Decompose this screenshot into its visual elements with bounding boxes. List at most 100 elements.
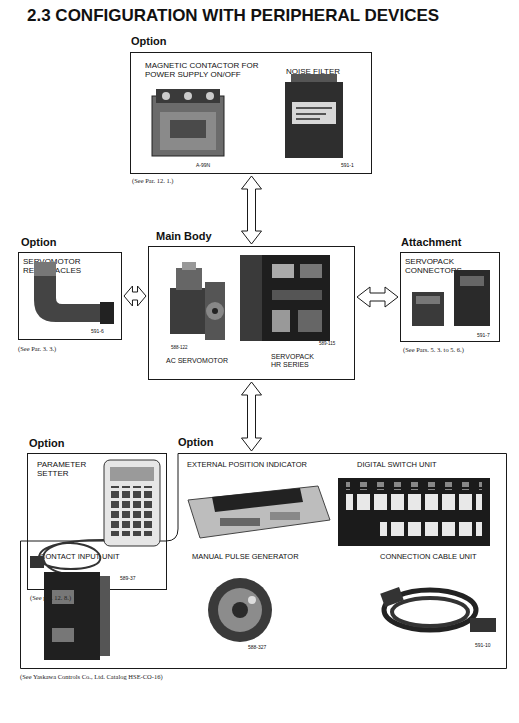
magnetic-contactor-photo-part — [206, 92, 214, 100]
magnetic-contactor-photo-part — [162, 92, 170, 100]
digital-switch-photo-part — [346, 494, 482, 510]
noise-filter-photo-part — [285, 82, 343, 158]
part-number: 588-122 — [171, 345, 188, 350]
page-title: 2.3 CONFIGURATION WITH PERIPHERAL DEVICE… — [27, 6, 439, 26]
noise-filter-photo-part — [291, 74, 337, 84]
pulse-generator-photo-part — [208, 578, 272, 642]
main-body-box: Main BodyAC SERVOMOTORSERVOPACK HR SERIE… — [148, 246, 355, 380]
part-number: 591-10 — [475, 643, 491, 649]
part-number: 588-327 — [248, 645, 266, 651]
magnetic-contactor-photo-part — [152, 96, 224, 156]
contact-input-photo-part — [44, 572, 100, 660]
device-name: DIGITAL SWITCH UNIT — [357, 461, 497, 470]
noise-filter-photo-part — [296, 107, 332, 109]
connector-photo-part — [416, 296, 440, 304]
device-name: PARAMETER SETTER — [37, 460, 107, 478]
servomotor-photo-part — [205, 282, 225, 340]
servopack-photo-part — [240, 255, 262, 341]
noise-filter-photo — [285, 74, 343, 158]
device-name: SERVOMOTOR RECEPTACLES — [23, 257, 93, 275]
servomotor-photo-part — [212, 308, 218, 314]
magnetic-contactor-photo-part — [156, 89, 220, 103]
double-arrow — [357, 287, 398, 307]
digital-switch-photo-part — [380, 522, 482, 536]
servopack-photo-part — [240, 255, 330, 341]
device-name: AC SERVOMOTOR — [166, 357, 256, 365]
part-number: 591-1 — [341, 163, 354, 169]
contact-input-photo-part — [52, 628, 74, 642]
option-group-box: OptionEXTERNAL POSITION INDICATORDIGITAL… — [20, 453, 507, 669]
reference-note: (See Pars. 5. 3. to 5. 6.) — [403, 346, 464, 353]
magnetic-contactor-photo-part — [184, 92, 192, 100]
contact-input-photo — [44, 572, 110, 660]
option-box: OptionMAGNETIC CONTACTOR FOR POWER SUPPL… — [130, 52, 372, 174]
parameter-setter-photo-part — [110, 467, 154, 481]
magnetic-contactor-photo-part — [170, 120, 206, 138]
noise-filter-photo-part — [292, 102, 336, 124]
digital-switch-photo — [338, 478, 490, 546]
group-heading: Main Body — [156, 230, 212, 243]
servomotor-photo — [170, 262, 225, 340]
noise-filter-photo-part — [296, 118, 320, 120]
receptacle-photo-part — [100, 302, 114, 324]
part-number: A-99N — [196, 163, 210, 169]
cable-unit-photo-part — [392, 598, 468, 626]
servomotor-photo-part — [170, 288, 220, 334]
servomotor-photo-part — [206, 302, 224, 320]
part-number: 589-115 — [319, 341, 335, 346]
part-number: 591-7 — [477, 333, 490, 339]
cable-unit-photo-part — [380, 587, 404, 607]
device-name: SERVOPACK HR SERIES — [271, 353, 319, 369]
contact-input-photo-part — [100, 576, 110, 656]
position-indicator-photo-part — [212, 488, 303, 512]
group-heading: Option — [178, 436, 213, 449]
servopack-photo-part — [272, 264, 294, 278]
group-heading: Option — [21, 236, 56, 249]
device-name: CONTACT INPUT UNIT — [40, 553, 160, 562]
cable-unit-photo — [380, 587, 496, 632]
option-box: OptionPARAMETER SETTER589-37 — [27, 453, 167, 590]
servopack-photo-part — [298, 310, 322, 332]
receptacle-photo — [34, 262, 114, 324]
servomotor-photo-part — [182, 262, 196, 270]
pulse-generator-photo-part — [218, 588, 262, 632]
attachment-box: AttachmentSERVOPACK CONNECTORS591-7 — [400, 252, 500, 342]
device-name: MAGNETIC CONTACTOR FOR POWER SUPPLY ON/O… — [145, 61, 270, 79]
digital-switch-photo-part — [346, 482, 482, 490]
double-arrow — [242, 382, 262, 451]
parameter-setter-photo — [30, 460, 160, 574]
pulse-generator-photo-part — [248, 596, 256, 604]
magnetic-contactor-photo-part — [160, 112, 216, 150]
pulse-generator-photo-part — [232, 602, 248, 618]
parameter-setter-photo-part — [104, 460, 160, 546]
pulse-generator-photo — [208, 578, 272, 642]
connector-photo-part — [412, 292, 444, 326]
servomotor-photo-part — [176, 268, 202, 290]
connector-photo-part — [454, 270, 490, 326]
position-indicator-photo-part — [270, 512, 300, 520]
magnetic-contactor-photo — [152, 89, 224, 156]
position-indicator-photo-part — [220, 518, 260, 526]
cable-unit-photo-part — [384, 590, 476, 630]
reference-note: (See Yaskawa Controls Co., Ltd. Catalog … — [20, 673, 163, 680]
group-heading: Option — [131, 35, 166, 48]
group-heading: Attachment — [401, 236, 462, 249]
double-arrow — [242, 176, 262, 244]
cable-unit-photo-part — [470, 618, 496, 632]
receptacle-photo-part — [34, 276, 102, 322]
device-name: EXTERNAL POSITION INDICATOR — [187, 461, 357, 470]
reference-note: (See Par. 3. 3.) — [18, 345, 56, 352]
device-name: MANUAL PULSE GENERATOR — [192, 553, 332, 562]
servopack-photo — [240, 255, 330, 341]
outline-path — [21, 454, 507, 669]
receptacle-photo-part — [34, 262, 56, 276]
part-number: 589-37 — [120, 576, 136, 582]
position-indicator-photo — [188, 486, 330, 538]
servopack-photo-part — [300, 264, 322, 278]
device-name: NOISE FILTER — [286, 67, 366, 76]
servopack-photo-part — [272, 310, 290, 332]
